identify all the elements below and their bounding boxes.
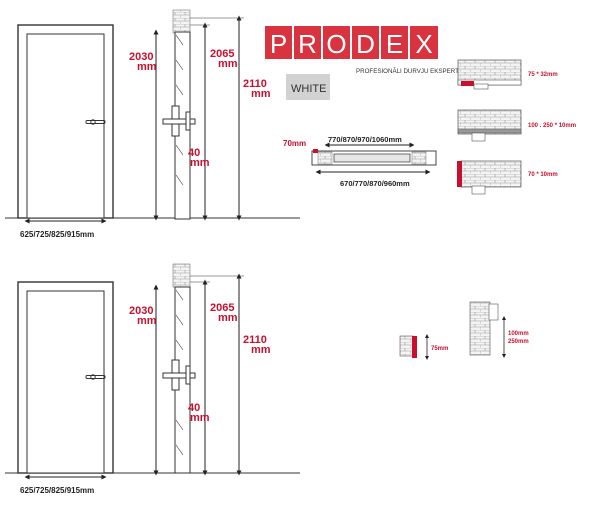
bottom-width-label: 625/725/825/915mm: [20, 486, 94, 495]
door-handle-icon: [85, 374, 106, 380]
svg-text:mm: mm: [137, 315, 157, 327]
svg-text:2030: 2030: [129, 305, 153, 317]
top-profile-details: 75 * 32mm 100 . 250 * 10mm 70 * 10mm: [457, 59, 576, 195]
color-swatch: [286, 74, 330, 100]
svg-text:D: D: [356, 29, 375, 59]
svg-text:40: 40: [188, 402, 200, 414]
lever-handle-icon: [162, 359, 196, 391]
svg-text:mm: mm: [137, 61, 157, 73]
svg-text:R: R: [298, 29, 317, 59]
svg-text:250mm: 250mm: [508, 339, 529, 345]
prodex-logo: P R O D E X PROFESIONĀLI DURVJU EKSPERTI…: [265, 26, 461, 100]
svg-text:mm: mm: [251, 344, 271, 356]
svg-text:670/770/870/960mm: 670/770/870/960mm: [340, 179, 410, 188]
lever-handle-icon: [162, 105, 196, 137]
svg-text:mm: mm: [190, 157, 210, 169]
svg-text:mm: mm: [190, 412, 210, 424]
svg-text:E: E: [386, 29, 403, 59]
color-name: WHITE: [291, 83, 326, 95]
svg-text:2110: 2110: [243, 78, 267, 90]
svg-text:770/870/970/1060mm: 770/870/970/1060mm: [328, 135, 402, 144]
svg-text:70 * 10mm: 70 * 10mm: [528, 172, 558, 178]
top-horizontal-section: 70mm 770/870/970/1060mm 670/770/870/960m…: [283, 135, 437, 188]
brand-tagline: PROFESIONĀLI DURVJU EKSPERTI: [356, 68, 461, 75]
door-handle-icon: [85, 119, 106, 125]
top-door-side-section: 2030 mm 2065 mm 2110 mm 40 mm: [129, 9, 271, 221]
svg-text:mm: mm: [218, 58, 238, 70]
svg-text:2065: 2065: [210, 302, 234, 314]
wall-brick-icon: [172, 9, 191, 34]
svg-text:40: 40: [188, 147, 200, 159]
svg-text:P: P: [270, 29, 287, 59]
svg-text:100 . 250 * 10mm: 100 . 250 * 10mm: [528, 123, 576, 129]
prodex-letters: P R O D E X: [265, 26, 438, 59]
svg-text:2110: 2110: [243, 334, 267, 346]
top-door-front: 625/725/825/915mm: [5, 24, 300, 239]
svg-text:X: X: [415, 29, 432, 59]
svg-text:2065: 2065: [210, 48, 234, 60]
svg-text:100mm: 100mm: [508, 331, 529, 337]
svg-text:O: O: [326, 29, 346, 59]
svg-text:75 * 32mm: 75 * 32mm: [528, 72, 558, 78]
svg-text:mm: mm: [251, 88, 271, 100]
svg-text:70mm: 70mm: [283, 139, 306, 148]
svg-text:mm: mm: [218, 312, 238, 324]
top-width-label: 625/725/825/915mm: [20, 230, 94, 239]
bottom-door-front: 625/725/825/915mm: [5, 281, 300, 495]
svg-text:2030: 2030: [129, 51, 153, 63]
bottom-profile-details: 75mm 100mm 250mm: [399, 301, 529, 360]
bottom-door-side-section: 2030 mm 2065 mm 2110 mm 40 mm: [129, 263, 271, 476]
svg-text:75mm: 75mm: [431, 346, 448, 352]
